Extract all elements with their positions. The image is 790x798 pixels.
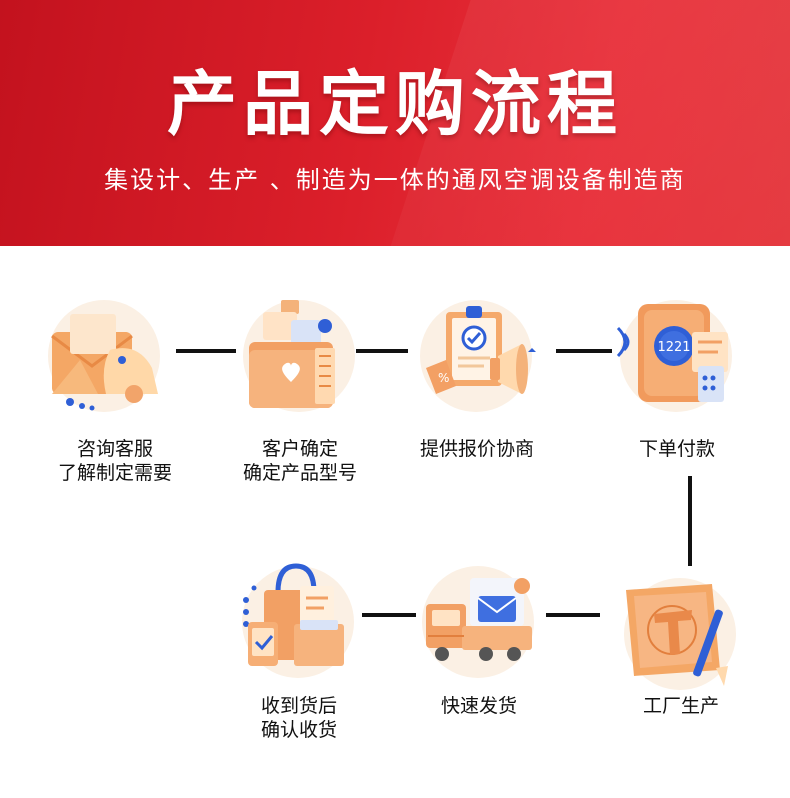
- shopping-bag-receipt-icon: [234, 556, 364, 686]
- step-label-confirm: 客户确定 确定产品型号: [205, 437, 395, 485]
- step-label-payment: 下单付款: [582, 437, 772, 461]
- connector-line: [556, 349, 612, 353]
- step-label-receive: 收到货后 确认收货: [204, 694, 394, 742]
- header-banner: 产品定购流程 集设计、生产 、制造为一体的通风空调设备制造商: [0, 0, 790, 246]
- connector-line-vertical: [688, 476, 692, 566]
- step-line: 确定产品型号: [242, 462, 357, 484]
- folder-heart-icon: [235, 290, 365, 420]
- step-line: 工厂生产: [642, 695, 719, 717]
- step-line: 了解制定需要: [57, 462, 172, 484]
- step-line: 下单付款: [638, 438, 715, 460]
- clipboard-megaphone-icon: %: [412, 290, 542, 420]
- connector-line: [362, 613, 416, 617]
- delivery-truck-icon: [414, 556, 544, 686]
- step-label-shipping: 快速发货: [384, 694, 574, 718]
- step-label-consult: 咨询客服 了解制定需要: [20, 437, 210, 485]
- payment-display: 1221: [657, 340, 690, 355]
- step-line: 确认收货: [260, 719, 337, 741]
- connector-line: [546, 613, 600, 617]
- step-line: 咨询客服: [76, 438, 153, 460]
- step-label-quote: 提供报价协商: [382, 437, 572, 461]
- blueprint-tools-icon: [616, 568, 746, 698]
- connector-line: [176, 349, 236, 353]
- page-subtitle: 集设计、生产 、制造为一体的通风空调设备制造商: [104, 166, 686, 194]
- step-line: 收到货后: [260, 695, 337, 717]
- svg-text:%: %: [438, 371, 449, 385]
- step-line: 提供报价协商: [419, 438, 534, 460]
- step-label-production: 工厂生产: [586, 694, 776, 718]
- connector-line: [356, 349, 408, 353]
- payment-terminal-icon: 1221: [612, 290, 742, 420]
- envelope-bell-icon: [40, 290, 170, 420]
- page-title: 产品定购流程: [167, 63, 623, 145]
- step-line: 快速发货: [440, 695, 517, 717]
- step-line: 客户确定: [261, 438, 338, 460]
